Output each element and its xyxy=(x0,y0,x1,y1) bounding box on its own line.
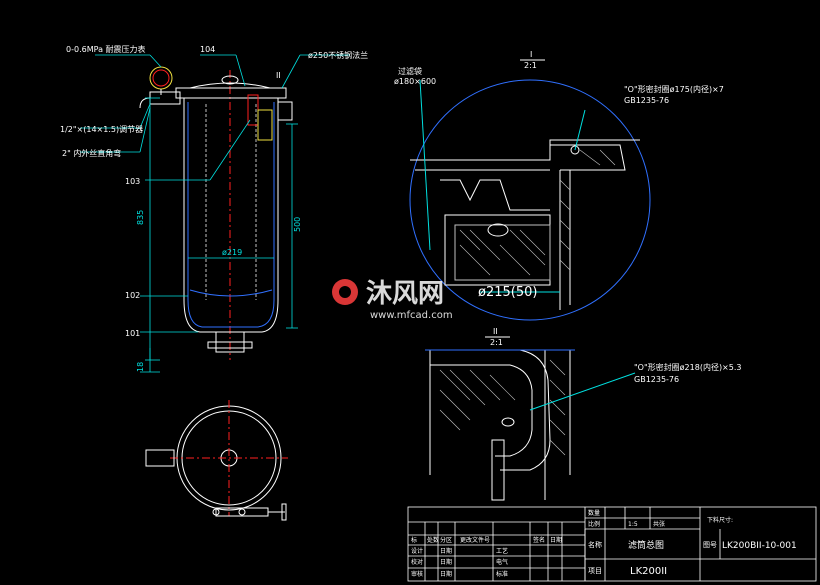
tb-row-0-c0: 设计 xyxy=(411,547,423,555)
watermark-url: www.mfcad.com xyxy=(370,310,453,321)
label-103: 103 xyxy=(125,177,140,186)
tb-header-4: 签名 xyxy=(533,536,545,544)
detail-I-dim: ø215(50) xyxy=(478,285,537,300)
top-plan-view xyxy=(145,400,288,521)
label-pressure-gauge: 0-0.6MPa 耐震压力表 xyxy=(66,44,146,54)
tb-header-2: 分区 xyxy=(440,536,452,544)
label-inlet: 2" 内外丝直角弯 xyxy=(62,148,121,158)
detail-I-labels: I 2:1 过滤袋 ø180×600 "O"形密封圈ø175(内径)×7 GB1… xyxy=(394,50,724,300)
watermark-text: 沐风网 xyxy=(366,279,444,309)
tb-note: 下料尺寸: xyxy=(707,516,733,524)
title-block xyxy=(407,506,817,582)
detail-I-oring-2: GB1235-76 xyxy=(624,96,669,105)
detail-II-scale: 2:1 xyxy=(490,338,503,347)
tb-scale-label: 比例 xyxy=(588,520,600,528)
label-101: 101 xyxy=(125,329,140,338)
label-104: 104 xyxy=(200,45,215,54)
detail-I-oring-1: "O"形密封圈ø175(内径)×7 xyxy=(624,84,724,94)
detail-II-hatch xyxy=(439,359,566,456)
detail-II-view xyxy=(425,349,636,501)
detail-I-scale: 2:1 xyxy=(524,61,537,70)
main-view-labels: 0-0.6MPa 耐震压力表 1/2"×(14×1.5)调节器 2" 内外丝直角… xyxy=(60,44,368,372)
tb-drawing-no-value: LK200BII-10-001 xyxy=(722,541,797,551)
tb-row-1-c2: 日期 xyxy=(440,558,452,566)
tb-weight-label: 数量 xyxy=(588,509,600,517)
watermark-logo: 沐风网 www.mfcad.com xyxy=(332,279,453,321)
detail-II-title: II xyxy=(493,327,498,336)
tb-name-label: 名称 xyxy=(588,540,602,549)
leader-lines xyxy=(80,54,350,333)
detail-I-view xyxy=(409,79,651,321)
detail-I-filter-note-2: ø180×600 xyxy=(394,77,436,86)
detail-I-hatch xyxy=(459,149,616,276)
detail-II-oring-1: "O"形密封圈ø218(内径)×5.3 xyxy=(634,362,742,372)
tb-row-1-c4: 电气 xyxy=(496,558,508,566)
tb-row-2-c0: 审核 xyxy=(411,570,423,578)
tb-scale-value: 1:5 xyxy=(628,521,638,528)
label-dim-219: ø219 xyxy=(222,248,242,257)
label-102: 102 xyxy=(125,291,140,300)
tb-row-0-c4: 工艺 xyxy=(496,547,508,555)
detail-II-oring-2: GB1235-76 xyxy=(634,375,679,384)
tb-row-2-c2: 日期 xyxy=(440,570,452,578)
label-diameter-250: ø250不锈钢法兰 xyxy=(308,50,368,60)
tb-row-0-c2: 日期 xyxy=(440,547,452,555)
tb-row-2-c4: 标准 xyxy=(496,570,508,578)
tb-header-3: 更改文件号 xyxy=(460,536,490,544)
tb-header-1: 处数 xyxy=(427,536,439,544)
detail-I-title: I xyxy=(530,50,532,59)
tb-drawing-no-label: 图号 xyxy=(703,541,717,549)
label-dim-18: 18 xyxy=(136,362,145,372)
dimension-lines xyxy=(140,97,298,373)
tb-name-value: 滤筒总图 xyxy=(628,539,664,551)
tb-project-value: LK200II xyxy=(630,566,667,577)
tb-header-0: 标 xyxy=(411,536,417,544)
main-elevation-view xyxy=(139,66,293,360)
title-block-text: 标 处数 分区 更改文件号 签名 日期 设计 日期 工艺 校对 日期 电气 审核… xyxy=(411,509,797,578)
tb-header-5: 日期 xyxy=(550,536,562,544)
tb-sheet-label: 共张 xyxy=(653,520,665,528)
label-dim-500: 500 xyxy=(293,217,302,232)
detail-I-filter-note-1: 过滤袋 xyxy=(398,66,422,76)
detail-II-labels: II 2:1 "O"形密封圈ø218(内径)×5.3 GB1235-76 xyxy=(485,327,742,384)
tb-row-1-c0: 校对 xyxy=(411,558,423,566)
label-dim-height: 835 xyxy=(136,210,145,225)
tb-project-label: 项目 xyxy=(588,567,602,575)
label-valve: 1/2"×(14×1.5)调节器 xyxy=(60,125,143,134)
label-mark-II: II xyxy=(276,71,281,80)
